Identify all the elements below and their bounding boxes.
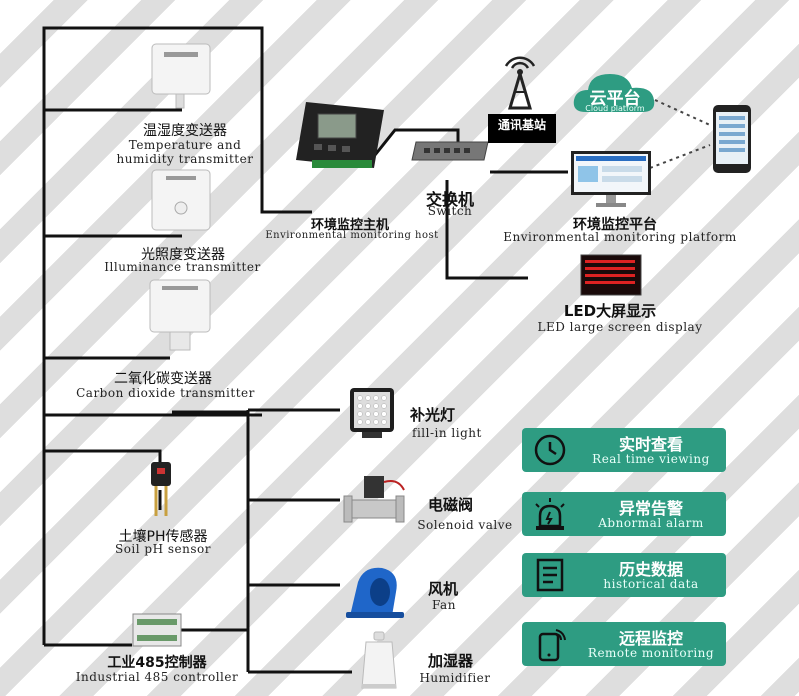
feature-badge-realtime: 实时查看 Real time viewing: [522, 428, 726, 472]
switch-label-en: Switch: [427, 204, 473, 218]
clock-icon: [534, 434, 566, 466]
co2-transmitter: [148, 278, 212, 358]
soil-ph-label-en: Soil pH sensor: [114, 542, 211, 556]
cloud-label-cn: 云平台: [589, 89, 641, 109]
led-label-cn: LED大屏显示: [563, 302, 657, 320]
host-label-cn: 环境监控主机: [310, 218, 389, 233]
antenna-tower-icon: [504, 56, 536, 110]
cloud-icon: [573, 74, 655, 112]
fan-device: [344, 562, 406, 620]
base-station: [498, 52, 542, 110]
feature-subtitle: Real time viewing: [592, 452, 710, 466]
switch-label-cn: 交换机: [425, 190, 474, 209]
transmitter-box-icon: [151, 169, 211, 231]
soil-ph-label-cn: 土壤PH传感器: [118, 529, 208, 545]
humidifier-icon: [361, 631, 397, 689]
temp-humidity-transmitter: [150, 40, 212, 110]
feature-badge-remote: 远程监控 Remote monitoring: [522, 622, 726, 666]
led-screen: [580, 254, 642, 296]
controller-label-cn: 工业485控制器: [107, 655, 207, 671]
fill-light-label-cn: 补光灯: [410, 406, 456, 424]
fill-light-label-en: fill-in light: [412, 426, 482, 440]
transmitter-box-icon: [149, 279, 211, 351]
temp-humidity-label-en: Temperature and: [128, 138, 242, 152]
controller-box-icon: [132, 613, 182, 647]
feature-title: 远程监控: [618, 629, 683, 648]
document-icon: [536, 558, 564, 592]
temp-humidity-label-en2: humidity transmitter: [116, 152, 254, 166]
controller-label-en: Industrial 485 controller: [75, 670, 239, 684]
host-label-en: Environmental monitoring host: [265, 230, 439, 241]
led-label-en: LED large screen display: [537, 320, 703, 334]
alarm-light-icon: [535, 498, 565, 530]
platform-label-en: Environmental monitoring platform: [503, 230, 737, 244]
monitor-icon: [571, 151, 651, 207]
transmitter-box-icon: [151, 43, 211, 109]
illuminance-transmitter: [150, 168, 212, 238]
solenoid-valve: [340, 474, 408, 530]
probe-sensor-icon: [151, 462, 171, 516]
feature-title: 实时查看: [618, 435, 683, 454]
feature-title: 历史数据: [618, 560, 683, 579]
feature-title: 异常告警: [618, 499, 683, 518]
valve-icon: [343, 476, 405, 523]
network-switch: [410, 138, 490, 164]
controller-485: [132, 610, 182, 650]
illuminance-label-en: Illuminance transmitter: [104, 260, 261, 274]
switch-icon: [411, 141, 489, 161]
cloud-label-en: Cloud platform: [585, 104, 645, 113]
mobile-phone: [712, 104, 752, 174]
soil-ph-sensor: [148, 460, 174, 520]
host-device-icon: [296, 102, 384, 168]
illuminance-label-cn: 光照度变送器: [141, 247, 225, 263]
feature-subtitle: Remote monitoring: [587, 646, 715, 660]
humidifier-device: [358, 630, 400, 692]
blower-fan-icon: [346, 567, 404, 618]
feature-badge-alarm: 异常告警 Abnormal alarm: [522, 492, 726, 536]
led-display-icon: [580, 254, 642, 296]
platform-monitor: [570, 150, 652, 210]
solenoid-label-cn: 电磁阀: [428, 496, 474, 514]
humidifier-label-cn: 加湿器: [428, 652, 474, 670]
base-station-label: 通讯基站: [488, 114, 556, 143]
cloud-platform: [572, 68, 658, 116]
feature-badge-history: 历史数据 historical data: [522, 553, 726, 597]
fan-label-en: Fan: [432, 598, 456, 612]
feature-subtitle: Abnormal alarm: [598, 516, 704, 530]
smartphone-icon: [713, 105, 751, 173]
fill-light: [340, 386, 402, 442]
co2-label-cn: 二氧化碳变送器: [114, 371, 212, 387]
phone-signal-icon: [538, 629, 566, 662]
platform-label-cn: 环境监控平台: [573, 217, 657, 233]
temp-humidity-label-cn: 温湿度变送器: [143, 123, 227, 139]
fan-label-cn: 风机: [428, 580, 459, 598]
co2-label-en: Carbon dioxide transmitter: [76, 386, 255, 400]
feature-subtitle: historical data: [603, 577, 699, 591]
humidifier-label-en: Humidifier: [419, 671, 491, 685]
monitoring-host: [292, 100, 388, 178]
led-lamp-icon: [350, 388, 394, 438]
solenoid-label-en: Solenoid valve: [417, 518, 513, 532]
